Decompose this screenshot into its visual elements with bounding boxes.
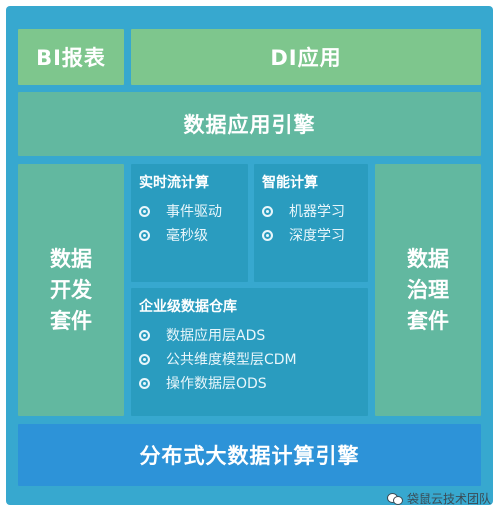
- dev-suite-block: 数据 开发 套件: [18, 164, 124, 416]
- warehouse-item-2: 公共维度模型层CDM: [166, 352, 297, 368]
- realtime-item-1: 事件驱动: [166, 204, 222, 220]
- dev-suite-line-3: 套件: [50, 308, 92, 333]
- realtime-compute-block: 实时流计算 事件驱动 毫秒级: [131, 164, 248, 282]
- bullet-icon: [139, 229, 150, 241]
- bullet-icon: [139, 329, 150, 341]
- governance-suite-block: 数据 治理 套件: [375, 164, 481, 416]
- bullet-icon: [262, 229, 273, 241]
- di-apps-label: DI应用: [270, 46, 342, 70]
- warehouse-item-1: 数据应用层ADS: [166, 328, 266, 344]
- governance-suite-line-3: 套件: [407, 308, 449, 333]
- realtime-item-2: 毫秒级: [166, 228, 208, 244]
- bi-reports-block: BI报表: [18, 29, 124, 85]
- list-item: 公共维度模型层CDM: [139, 347, 297, 371]
- watermark: 袋鼠云技术团队: [386, 490, 491, 507]
- bullet-icon: [139, 205, 150, 217]
- list-item: 毫秒级: [139, 223, 222, 247]
- dev-suite-line-2: 开发: [50, 277, 92, 302]
- bullet-icon: [139, 377, 150, 389]
- wechat-icon: [386, 492, 403, 505]
- di-apps-block: DI应用: [131, 29, 481, 85]
- distributed-compute-engine-label: 分布式大数据计算引擎: [139, 444, 360, 468]
- list-item: 操作数据层ODS: [139, 371, 297, 395]
- dev-suite-line-1: 数据: [50, 246, 92, 271]
- governance-suite-line-2: 治理: [407, 277, 449, 302]
- bullet-icon: [139, 353, 150, 365]
- governance-suite-line-1: 数据: [407, 246, 449, 271]
- list-item: 机器学习: [262, 199, 345, 223]
- data-warehouse-title: 企业级数据仓库: [139, 299, 237, 315]
- data-app-engine-block: 数据应用引擎: [18, 92, 481, 156]
- smart-item-2: 深度学习: [289, 228, 345, 244]
- smart-compute-list: 机器学习 深度学习: [262, 199, 345, 247]
- list-item: 数据应用层ADS: [139, 323, 297, 347]
- list-item: 深度学习: [262, 223, 345, 247]
- warehouse-item-3: 操作数据层ODS: [166, 376, 267, 392]
- bi-reports-label: BI报表: [36, 46, 106, 70]
- data-warehouse-block: 企业级数据仓库 数据应用层ADS 公共维度模型层CDM 操作数据层ODS: [131, 288, 368, 416]
- smart-item-1: 机器学习: [289, 204, 345, 220]
- list-item: 事件驱动: [139, 199, 222, 223]
- data-app-engine-label: 数据应用引擎: [183, 113, 316, 137]
- realtime-compute-title: 实时流计算: [139, 175, 209, 191]
- bullet-icon: [262, 205, 273, 217]
- distributed-compute-engine-block: 分布式大数据计算引擎: [18, 424, 481, 486]
- smart-compute-block: 智能计算 机器学习 深度学习: [254, 164, 368, 282]
- watermark-text: 袋鼠云技术团队: [406, 492, 491, 506]
- data-warehouse-list: 数据应用层ADS 公共维度模型层CDM 操作数据层ODS: [139, 323, 297, 395]
- realtime-compute-list: 事件驱动 毫秒级: [139, 199, 222, 247]
- smart-compute-title: 智能计算: [262, 175, 318, 191]
